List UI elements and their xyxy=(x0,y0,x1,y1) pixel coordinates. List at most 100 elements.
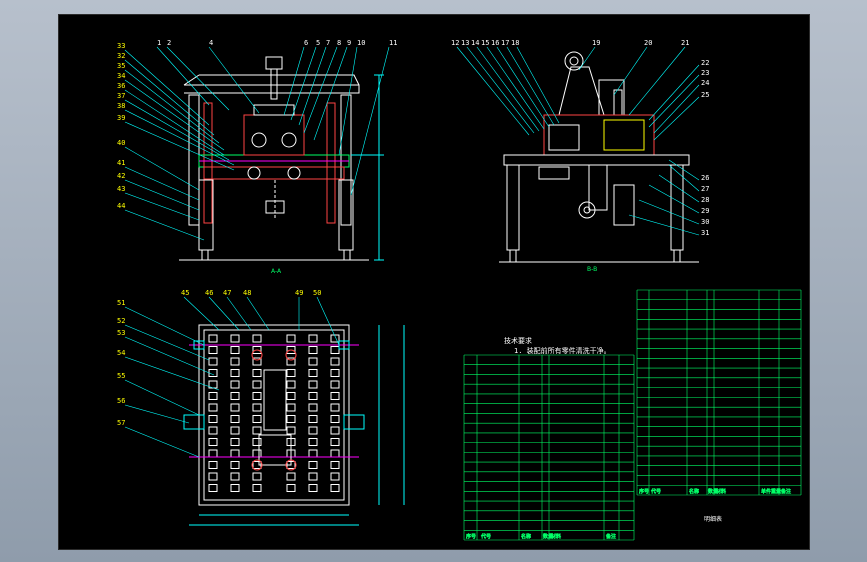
roller xyxy=(330,346,340,354)
callout-number: 55 xyxy=(117,372,125,380)
roller xyxy=(330,392,340,400)
callout-number: 40 xyxy=(117,139,125,147)
roller xyxy=(286,334,296,343)
roller xyxy=(252,426,262,435)
roller xyxy=(330,380,340,389)
roller xyxy=(230,334,240,343)
roller xyxy=(330,403,340,412)
table-header-cell: 单件重量 xyxy=(761,488,781,495)
roller xyxy=(252,472,262,481)
roller xyxy=(208,369,218,377)
callout-number: 36 xyxy=(117,82,125,90)
callout-number: 48 xyxy=(243,289,251,297)
roller xyxy=(230,346,240,354)
callout-number: 54 xyxy=(117,349,125,357)
callout-number: 8 xyxy=(337,39,341,47)
bom-table-right: 序号代号名称数量材料单件重量备注 xyxy=(636,289,802,496)
callout-number: 20 xyxy=(644,39,652,47)
roller xyxy=(230,484,240,492)
side-view-leaders xyxy=(456,46,700,236)
roller xyxy=(286,357,296,366)
roller xyxy=(286,484,296,492)
roller xyxy=(308,380,318,389)
callout-number: 14 xyxy=(471,39,479,47)
callout-number: 34 xyxy=(117,72,125,80)
roller xyxy=(208,426,218,435)
roller xyxy=(330,334,340,343)
callout-number: 53 xyxy=(117,329,125,337)
table-header-cell: 材料 xyxy=(716,488,726,495)
callout-number: 35 xyxy=(117,62,125,70)
callout-number: 43 xyxy=(117,185,125,193)
roller xyxy=(330,369,340,377)
roller xyxy=(208,415,218,423)
plan-view-leaders xyxy=(124,296,340,458)
callout-number: 19 xyxy=(592,39,600,47)
callout-number: 33 xyxy=(117,42,125,50)
roller xyxy=(230,415,240,423)
callout-number: 6 xyxy=(304,39,308,47)
callout-number: 30 xyxy=(701,218,709,226)
table-header-cell: 序号 xyxy=(466,533,476,540)
callout-number: 21 xyxy=(681,39,689,47)
roller xyxy=(230,472,240,481)
table-header-cell: 代号 xyxy=(481,533,491,540)
callout-number: 25 xyxy=(701,91,709,99)
table-header-cell: 备注 xyxy=(606,533,616,540)
roller xyxy=(252,415,262,423)
callout-number: 44 xyxy=(117,202,125,210)
callout-number: 26 xyxy=(701,174,709,182)
table-header-cell: 代号 xyxy=(651,488,661,495)
roller xyxy=(230,438,240,446)
callout-number: 28 xyxy=(701,196,709,204)
table-header-cell: 名称 xyxy=(521,533,531,540)
callout-number: 18 xyxy=(511,39,519,47)
roller xyxy=(308,438,318,446)
roller xyxy=(308,415,318,423)
roller xyxy=(308,472,318,481)
roller xyxy=(208,357,218,366)
callout-number: 41 xyxy=(117,159,125,167)
roller xyxy=(208,484,218,492)
roller xyxy=(252,334,262,343)
roller xyxy=(208,438,218,446)
callout-number: 31 xyxy=(701,229,709,237)
callout-number: 42 xyxy=(117,172,125,180)
callout-number: 12 xyxy=(451,39,459,47)
callout-number: 38 xyxy=(117,102,125,110)
callout-number: 47 xyxy=(223,289,231,297)
callout-number: 49 xyxy=(295,289,303,297)
front-view xyxy=(179,56,384,261)
roller xyxy=(230,426,240,435)
callout-number: 57 xyxy=(117,419,125,427)
roller xyxy=(252,449,262,458)
callout-number: 23 xyxy=(701,69,709,77)
bom-table-left: 序号代号名称数量材料备注 xyxy=(463,354,635,541)
roller xyxy=(208,392,218,400)
callout-number: 5 xyxy=(316,39,320,47)
callout-number: 24 xyxy=(701,79,709,87)
roller xyxy=(308,403,318,412)
callout-number: 56 xyxy=(117,397,125,405)
roller xyxy=(308,357,318,366)
roller xyxy=(330,461,340,469)
roller xyxy=(286,415,296,423)
roller xyxy=(230,449,240,458)
roller xyxy=(308,484,318,492)
roller xyxy=(330,426,340,435)
table-header-cell: 序号 xyxy=(639,488,649,495)
roller xyxy=(208,472,218,481)
callout-number: 37 xyxy=(117,92,125,100)
callout-number: 32 xyxy=(117,52,125,60)
roller xyxy=(230,369,240,377)
plan-view xyxy=(183,324,405,526)
bom-title: 明细表 xyxy=(704,515,722,523)
callout-number: 2 xyxy=(167,39,171,47)
table-header-cell: 备注 xyxy=(781,488,791,495)
roller xyxy=(286,346,296,354)
